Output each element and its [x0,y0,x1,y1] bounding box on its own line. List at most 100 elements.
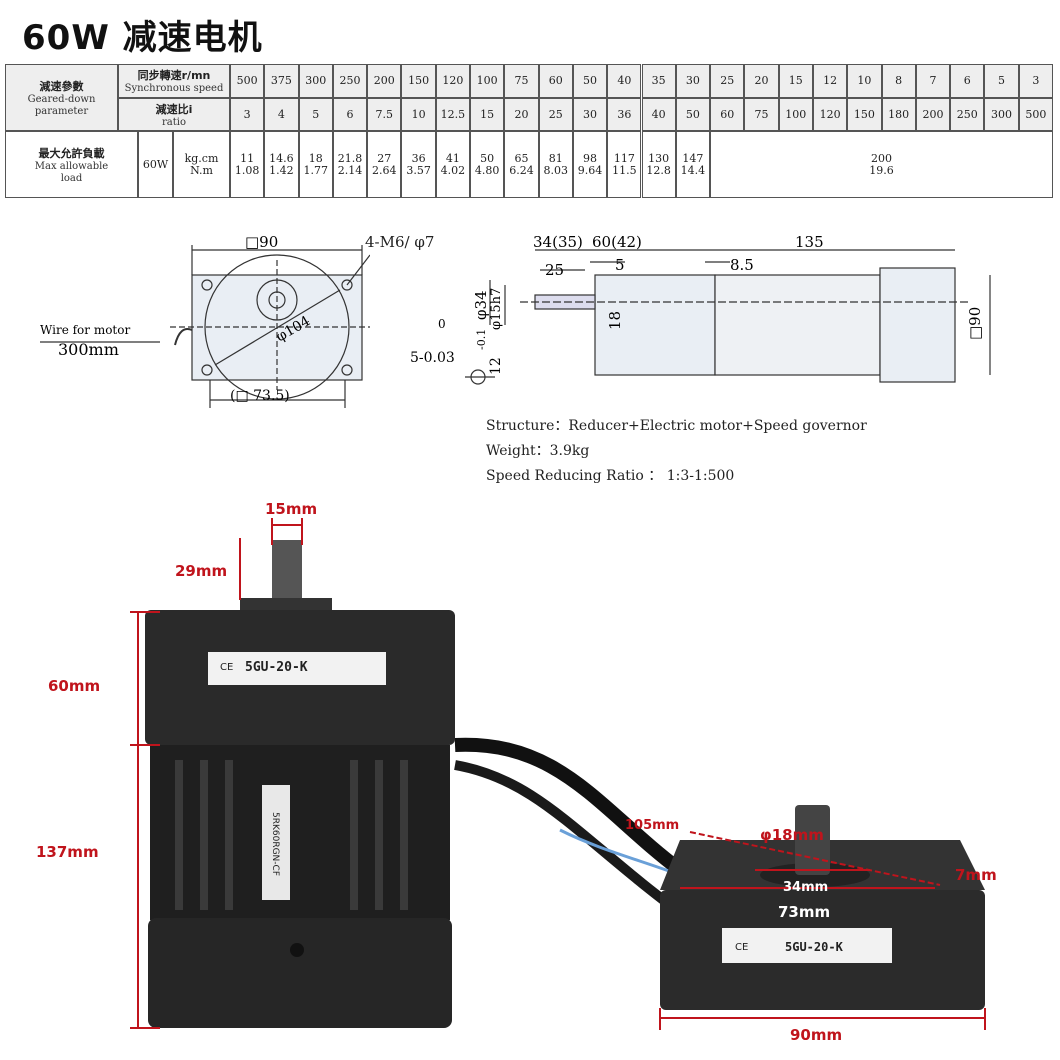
ratio-header-text: 減速比i [155,102,193,116]
ratio-cell-text: 20 [514,107,529,121]
key-tol: 0 [438,317,446,331]
spec-weight: Weight：3.9kg [486,443,590,459]
speed-cell: 200 [367,64,402,98]
ratio-cell: 75 [744,98,779,131]
ratio-cell-text: 200 [922,107,944,121]
wire-label: Wire for motor [40,323,130,337]
ratio-cell-text: 12.5 [440,107,466,121]
ratio-cell-text: 50 [685,107,700,121]
ratio-cell-text: 100 [785,107,807,121]
load-cell-text: 21.8 [337,151,363,165]
load-header-text: Max allowable [34,160,109,172]
load-header-text: load [60,172,83,184]
ratio-cell-text: 4 [277,107,285,121]
ratio-cell-text: 40 [651,107,666,121]
load-cell-text: 2.64 [372,163,397,177]
unit-cell-text: kg.cm [184,151,219,165]
speed-cell: 375 [264,64,299,98]
motor-height-label: 137mm [36,843,99,861]
load-cell-text: 8.03 [543,163,569,177]
speed-cell: 150 [401,64,436,98]
boss-width-label: 34mm [783,880,829,895]
load-cell-text: 98 [583,151,598,165]
speed-cell-text: 7 [929,74,937,87]
ratio-cell: 60 [710,98,745,131]
speed-cell-text: 6 [963,74,971,87]
dim-8-5: 8.5 [730,256,754,274]
dim-square: □90 [245,233,278,251]
speed-cell: 7 [915,64,951,98]
speed-cell-text: 35 [651,74,666,87]
key-height: 12 [488,357,504,375]
ratio-cell-text: 60 [720,107,735,121]
param-header-text: 減速參數 [39,79,84,93]
dim-135: 135 [795,233,824,251]
spec-structure: Structure：Reducer+Electric motor+Speed g… [486,418,867,434]
dim-25: 25 [545,261,564,279]
speed-cell: 120 [435,64,471,98]
ratio-cell: 15 [470,98,505,131]
load-cell-text: 65 [514,151,529,165]
load-cell-text: 6.24 [509,163,534,177]
ratio-cell-text: 7.5 [375,107,394,121]
ratio-cell: 36 [607,98,642,131]
speed-cell: 75 [504,64,539,98]
speed-cell-text: 10 [857,74,872,87]
speed-cell-text: 150 [408,74,430,87]
ratio-cell-text: 150 [853,107,875,121]
speed-cell: 100 [470,64,505,98]
speed-cell: 6 [950,64,985,98]
load-cell-text: 11 [240,151,255,165]
load-cell-text: 18 [308,151,323,165]
speed-cell-text: 40 [617,74,632,87]
speed-cell-text: 375 [270,74,292,87]
ratio-cell-text: 250 [956,107,978,121]
ratio-cell: 50 [675,98,711,131]
speed-cell: 10 [847,64,882,98]
speed-cell: 20 [744,64,779,98]
gearbox-model-label: 5GU-20-K [245,660,308,675]
speed-cell-text: 15 [788,74,803,87]
load-cell-text: 1.42 [269,163,294,177]
ratio-cell-text: 3 [243,107,251,121]
ratio-cell: 120 [812,98,848,131]
power-cell: 60W [138,131,173,198]
load-cell-text: 27 [377,151,392,165]
speed-cell-text: 3 [1032,74,1040,87]
ratio-cell: 25 [538,98,573,131]
width-label: 90mm [790,1026,843,1044]
side-view-drawing: 34(35) 60(42) 135 25 5 8.5 □90 φ15h7 φ34… [410,233,991,385]
speed-cell: 35 [641,64,676,98]
load-cell-merged-text: 200 [871,151,893,165]
ratio-cell: 6 [332,98,368,131]
speed-header-text: 同步轉速r/mn [137,69,211,82]
ratio-cell-text: 36 [617,107,632,121]
speed-cell: 30 [675,64,711,98]
ratio-cell-text: 5 [312,107,320,121]
ratio-cell-text: 6 [346,107,354,121]
ce-mark: CE [220,662,234,673]
load-cell-text: 12.8 [646,163,671,177]
ratio-cell: 180 [881,98,916,131]
speed-cell: 8 [881,64,916,98]
speed-cell-text: 30 [685,74,700,87]
dim-phi34: φ34 [472,290,490,320]
ratio-cell: 500 [1018,98,1053,131]
speed-cell-text: 300 [305,74,327,87]
speed-cell: 60 [538,64,573,98]
speed-cell-text: 200 [373,74,395,87]
wire-length: 300mm [58,340,119,359]
speed-cell: 3 [1018,64,1053,98]
ratio-cell: 300 [984,98,1019,131]
speed-cell-text: 5 [998,74,1006,87]
speed-cell: 250 [332,64,368,98]
